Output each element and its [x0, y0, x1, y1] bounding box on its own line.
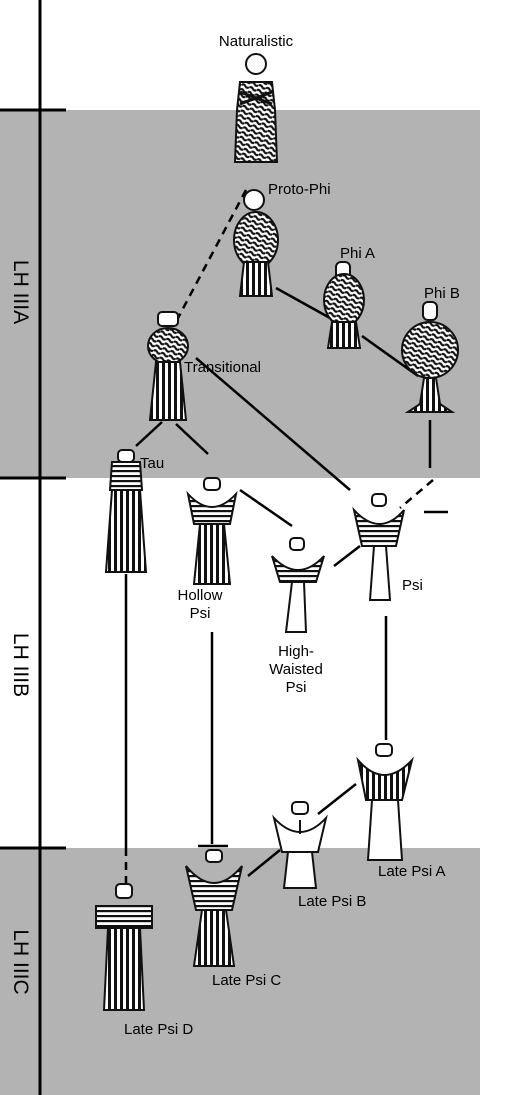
- edge-hollowpsi-highwaisted: [239, 488, 293, 528]
- period-label-lh-iiib: LH IIIB: [9, 633, 32, 697]
- label-hollow-psi-1: Hollow: [177, 587, 222, 604]
- edge-highwaisted-psi: [333, 545, 361, 567]
- label-high-waisted-3: Psi: [286, 679, 307, 696]
- connections: [124, 189, 448, 888]
- figurine-naturalistic: [233, 53, 279, 163]
- label-transitional: Transitional: [184, 359, 261, 376]
- figurine-hollow-psi: [186, 477, 238, 585]
- label-hollow-psi-2: Psi: [190, 605, 211, 622]
- edge-latepsib-latepsic: [247, 849, 281, 877]
- edge-transitional-hollowpsi: [175, 423, 209, 455]
- figurine-phi-a: [323, 261, 365, 349]
- label-proto-phi: Proto-Phi: [268, 181, 331, 198]
- label-phi-a: Phi A: [340, 245, 375, 262]
- label-phi-b: Phi B: [424, 285, 460, 302]
- label-tau: Tau: [140, 455, 164, 472]
- figurine-tau: [104, 449, 148, 573]
- label-late-psi-d: Late Psi D: [124, 1021, 193, 1038]
- figurine-high-waisted-psi: [271, 537, 325, 633]
- figurine-psi: [352, 493, 405, 601]
- edge-phib-psi-dashed: [399, 479, 434, 509]
- figurine-late-psi-d: [95, 883, 153, 1011]
- label-late-psi-c: Late Psi C: [212, 972, 281, 989]
- figurine-late-psi-b: [272, 801, 328, 889]
- period-label-lh-iiic: LH IIIC: [9, 929, 32, 994]
- edge-protophi-transitional: [176, 189, 248, 319]
- figurine-proto-phi: [233, 189, 279, 297]
- band-lh-iiic: [0, 848, 480, 1095]
- edge-protophi-phia: [275, 286, 331, 320]
- label-psi: Psi: [402, 577, 423, 594]
- band-lh-iiib: [0, 478, 480, 848]
- label-late-psi-b: Late Psi B: [298, 893, 366, 910]
- label-high-waisted-2: Waisted: [269, 661, 323, 678]
- figurine-phi-b: [401, 301, 459, 413]
- period-label-lh-iiia: LH IIIA: [9, 260, 32, 324]
- figurine-transitional: [147, 311, 189, 421]
- edge-transitional-psi: [195, 357, 351, 491]
- label-naturalistic: Naturalistic: [219, 33, 294, 50]
- edge-latepsia-latepsib: [317, 783, 357, 815]
- figurine-late-psi-a: [356, 743, 414, 861]
- figurine-late-psi-c: [185, 849, 243, 967]
- label-late-psi-a: Late Psi A: [378, 863, 446, 880]
- label-high-waisted-1: High-: [278, 643, 314, 660]
- edge-transitional-tau: [135, 421, 163, 447]
